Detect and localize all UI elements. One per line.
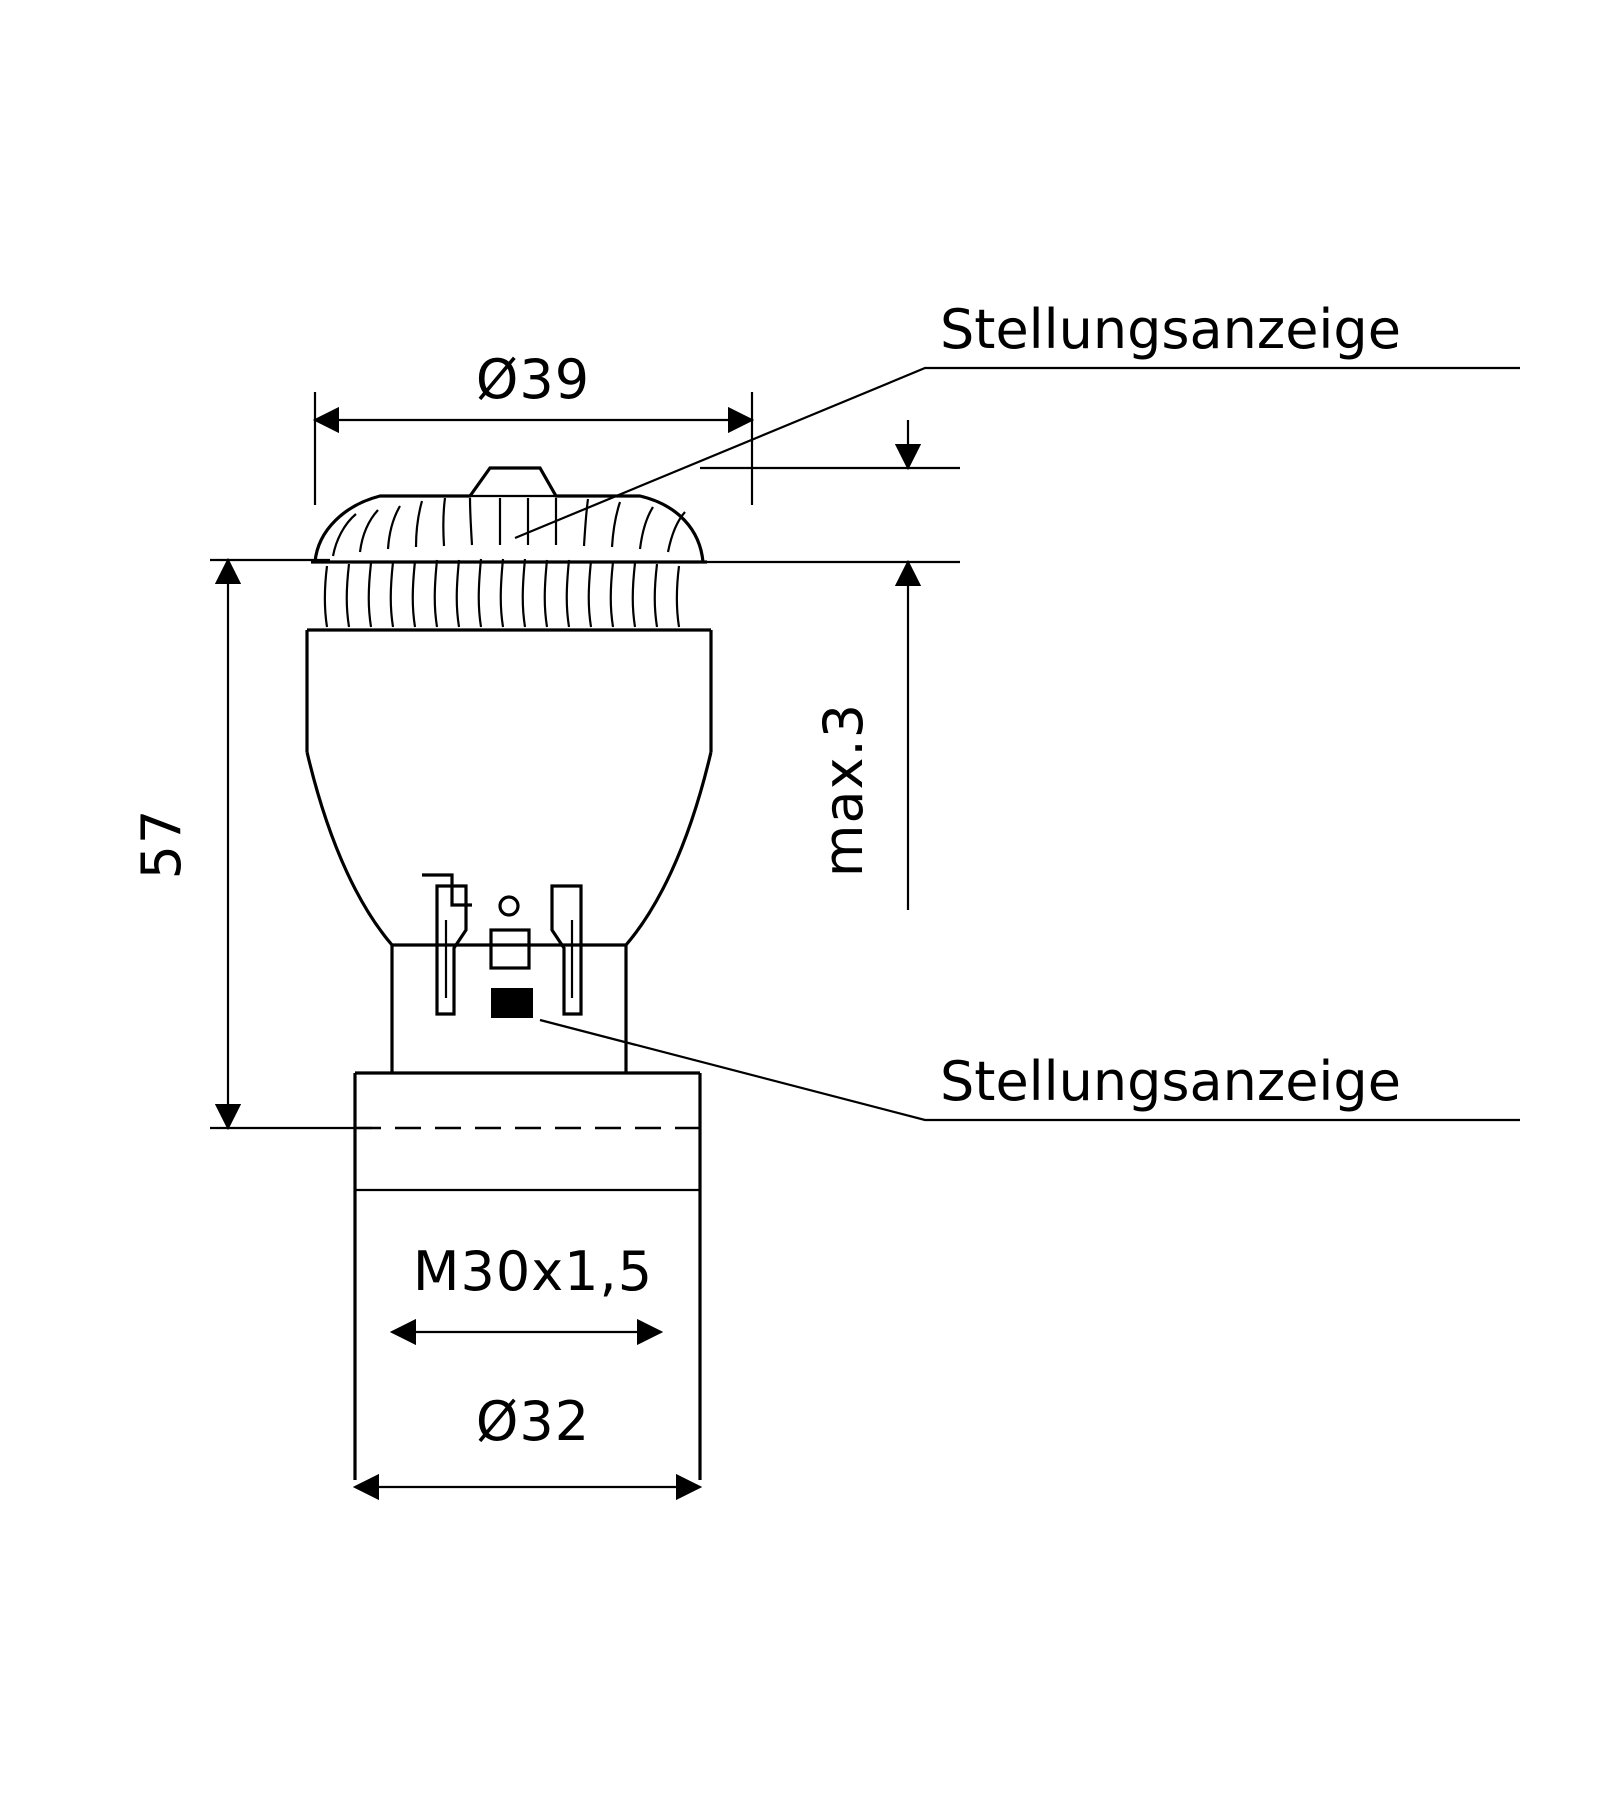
- leader-position-indicator-top: Stellungsanzeige: [514, 298, 1520, 540]
- dimension-diameter-39: Ø39: [312, 348, 755, 505]
- dim-label-diameter-39: Ø39: [476, 348, 590, 411]
- clips-visible: [435, 884, 583, 1016]
- dim-label-max-3: max.3: [812, 703, 875, 877]
- position-indicator-marker: [491, 988, 533, 1018]
- leader-line-top: [514, 366, 1520, 540]
- dimension-diameter-32: Ø32: [352, 1390, 703, 1501]
- cap-knurl-ribs: [323, 558, 681, 628]
- indicator-window: [489, 928, 531, 970]
- body-left-taper: [305, 751, 394, 947]
- annotation-label-bottom: Stellungsanzeige: [940, 1050, 1401, 1113]
- leader-position-indicator-bottom: Stellungsanzeige: [539, 1018, 1520, 1122]
- cap-dome-ribs: [331, 497, 686, 557]
- dim-label-height-57: 57: [130, 809, 193, 880]
- valve-head-outline: [305, 466, 713, 1075]
- dimension-thread-m30: M30x1,5: [389, 1240, 664, 1346]
- dimension-max-3: max.3: [700, 420, 960, 910]
- thread-body: [353, 1073, 702, 1480]
- annotation-label-top: Stellungsanzeige: [940, 298, 1401, 361]
- cap-dome-profile: [313, 466, 705, 563]
- body-right-taper: [624, 751, 713, 947]
- clip-left: [422, 873, 472, 907]
- dim-label-thread: M30x1,5: [413, 1240, 653, 1303]
- center-pin-circle: [498, 895, 520, 917]
- dimension-height-57: 57: [130, 557, 372, 1131]
- dim-label-diameter-32: Ø32: [476, 1390, 590, 1453]
- leader-line-bottom: [539, 1018, 1520, 1122]
